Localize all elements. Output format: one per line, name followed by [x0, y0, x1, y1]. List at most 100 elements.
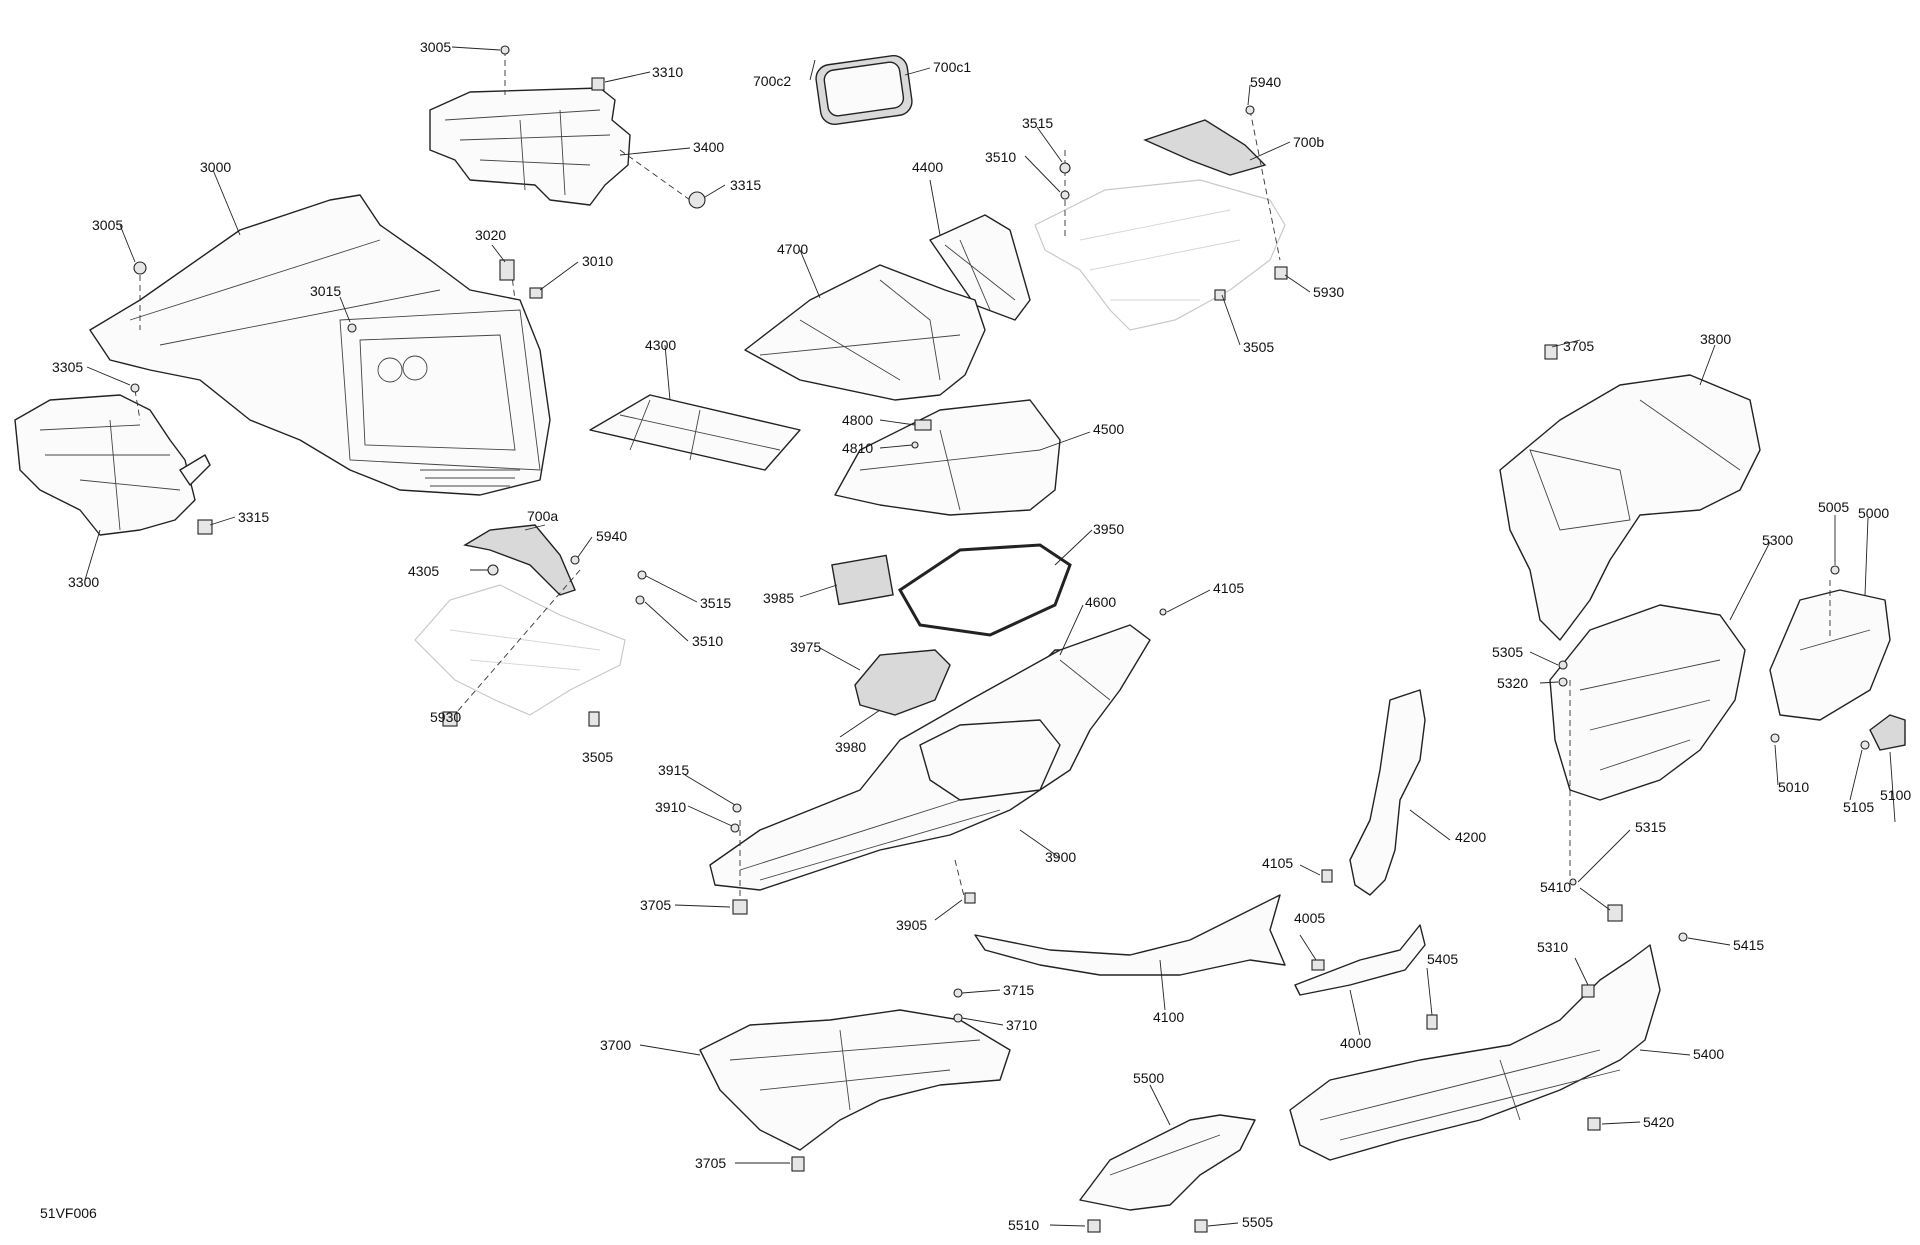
callout-label: 3900	[1045, 849, 1076, 865]
callout-label: 5010	[1778, 779, 1809, 795]
callout-label: 5510	[1008, 1217, 1039, 1233]
callout-label: 3020	[475, 227, 506, 243]
callout-label: 4400	[912, 159, 943, 175]
callout-label: 5405	[1427, 951, 1458, 967]
callout-label: 5000	[1858, 505, 1889, 521]
callout-label: 3510	[985, 149, 1016, 165]
callout-label: 3300	[68, 574, 99, 590]
part-4700	[744, 264, 986, 401]
callout-label: 4300	[645, 337, 676, 353]
callout-label: 700c1	[933, 59, 971, 75]
part-3000	[89, 194, 551, 496]
callout-label: 4600	[1085, 594, 1116, 610]
callout-label: 3315	[730, 177, 761, 193]
part-3400	[429, 87, 631, 206]
callout-label: 5105	[1843, 799, 1874, 815]
callout-label: 3315	[238, 509, 269, 525]
callout-label: 3010	[582, 253, 613, 269]
part-3975	[854, 649, 951, 716]
part-4200	[1349, 689, 1426, 896]
part-3950	[898, 543, 1072, 637]
callout-label: 3005	[420, 39, 451, 55]
part-5300	[1549, 604, 1746, 801]
callout-label: 3705	[1563, 338, 1594, 354]
part-700a	[463, 524, 576, 596]
part-5500	[1079, 1114, 1256, 1211]
callout-label: 4700	[777, 241, 808, 257]
callout-label: 3000	[200, 159, 231, 175]
callout-label: 4305	[408, 563, 439, 579]
callout-label: 5505	[1242, 1214, 1273, 1230]
callout-label: 5400	[1693, 1046, 1724, 1062]
callout-label: 3985	[763, 590, 794, 606]
callout-label: 5305	[1492, 644, 1523, 660]
callout-label: 3310	[652, 64, 683, 80]
callout-label: 3505	[1243, 339, 1274, 355]
part-3300	[14, 394, 211, 536]
callout-label: 5300	[1762, 532, 1793, 548]
figure-code: 51VF006	[40, 1205, 97, 1221]
callout-label: 5310	[1537, 939, 1568, 955]
callout-label: 4105	[1213, 580, 1244, 596]
callout-label: 3915	[658, 762, 689, 778]
callout-label: 3015	[310, 283, 341, 299]
callout-label: 3400	[693, 139, 724, 155]
callout-label: 3905	[896, 917, 927, 933]
callout-label: 3705	[640, 897, 671, 913]
part-5000	[1769, 589, 1891, 721]
callout-label: 3705	[695, 1155, 726, 1171]
part-4100	[974, 894, 1286, 976]
part-4500	[834, 399, 1061, 516]
callout-label: 5940	[1250, 74, 1281, 90]
callout-label: 3715	[1003, 982, 1034, 998]
callout-label: 3700	[600, 1037, 631, 1053]
part-4000	[1294, 924, 1426, 996]
callout-label: 3515	[700, 595, 731, 611]
part-4300	[589, 394, 801, 471]
callout-label: 700b	[1293, 134, 1324, 150]
callout-label: 5940	[596, 528, 627, 544]
callout-label: 5100	[1880, 787, 1911, 803]
part-side-panel-right	[1034, 179, 1286, 331]
callout-label: 4100	[1153, 1009, 1184, 1025]
callout-label: 3910	[655, 799, 686, 815]
callout-label: 3515	[1022, 115, 1053, 131]
part-5400	[1289, 944, 1661, 1161]
callout-label: 3975	[790, 639, 821, 655]
callout-label: 4005	[1294, 910, 1325, 926]
fasteners	[130, 45, 1870, 1233]
part-5100	[1869, 714, 1906, 751]
part-700b	[1143, 119, 1267, 176]
callout-label: 5315	[1635, 819, 1666, 835]
callout-label: 3800	[1700, 331, 1731, 347]
leader-lines	[84, 46, 1896, 1227]
part-3985	[831, 554, 894, 606]
part-700c1	[815, 55, 913, 125]
callout-label: 5930	[1313, 284, 1344, 300]
callout-label: 4500	[1093, 421, 1124, 437]
callout-label: 3005	[92, 217, 123, 233]
callout-label: 5420	[1643, 1114, 1674, 1130]
callout-label: 5930	[430, 709, 461, 725]
callout-label: 5415	[1733, 937, 1764, 953]
part-3700	[699, 1009, 1011, 1151]
callout-label: 4200	[1455, 829, 1486, 845]
callout-label: 5500	[1133, 1070, 1164, 1086]
callout-label: 3510	[692, 633, 723, 649]
part-3900	[709, 624, 1151, 891]
callout-label: 4105	[1262, 855, 1293, 871]
callout-label: 3710	[1006, 1017, 1037, 1033]
callout-label: 700a	[527, 508, 558, 524]
callout-label: 3305	[52, 359, 83, 375]
callout-label: 4000	[1340, 1035, 1371, 1051]
callout-label: 4810	[842, 440, 873, 456]
callout-label: 3505	[582, 749, 613, 765]
part-3800	[1499, 374, 1761, 641]
callout-label: 5410	[1540, 879, 1571, 895]
callout-label: 5320	[1497, 675, 1528, 691]
callout-label: 3980	[835, 739, 866, 755]
part-side-panel-left	[414, 584, 626, 716]
callout-label: 700c2	[753, 73, 791, 89]
callout-label: 3950	[1093, 521, 1124, 537]
